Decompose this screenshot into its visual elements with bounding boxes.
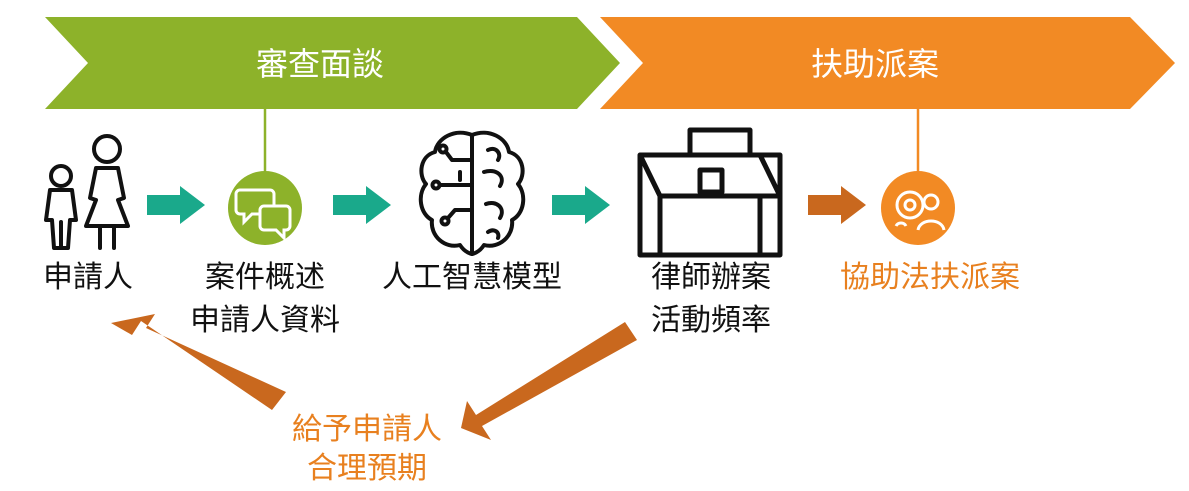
ai-model-label: 人工智慧模型	[382, 260, 562, 295]
feedback-arrow-right	[461, 322, 637, 440]
case-summary-label-line2: 申請人資料	[190, 303, 340, 338]
feedback-label-line2: 合理預期	[307, 451, 427, 486]
applicant-label: 申請人	[43, 260, 133, 295]
dispatch-label: 協助法扶派案	[840, 260, 1020, 295]
feedback-arrow-left	[111, 314, 286, 410]
lawyer-label-line1: 律師辦案	[651, 260, 771, 295]
user-group-icon	[881, 171, 955, 245]
arrow-model-to-lawyer	[552, 186, 610, 224]
chat-bubbles-icon	[228, 171, 302, 245]
assist-banner-label: 扶助派案	[811, 45, 939, 83]
toolbox-icon	[637, 127, 783, 258]
assist-banner	[600, 17, 1175, 109]
arrow-lawyer-to-dispatch	[808, 186, 866, 224]
case-summary-label-line1: 案件概述	[205, 260, 325, 295]
people-icon	[44, 134, 130, 250]
review-banner-label: 審查面談	[256, 45, 384, 83]
arrow-applicant-to-summary	[147, 186, 205, 224]
feedback-label-line1: 給予申請人	[292, 412, 442, 447]
brain-circuit-icon	[418, 130, 526, 256]
review-banner	[45, 17, 620, 109]
lawyer-label-line2: 活動頻率	[651, 303, 771, 338]
arrow-summary-to-model	[333, 186, 391, 224]
